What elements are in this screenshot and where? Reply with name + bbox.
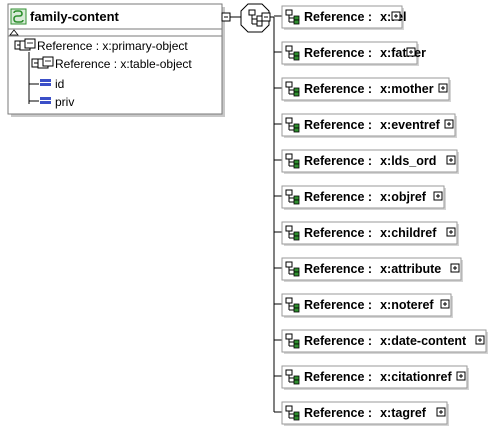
reference-prefix: Reference : xyxy=(304,334,372,348)
plus-box-icon[interactable] xyxy=(456,371,466,381)
plus-box-icon[interactable] xyxy=(436,407,446,417)
reference-label: Reference : x:childref xyxy=(304,226,437,240)
reference-label: Reference :x:rel xyxy=(304,10,407,24)
reference-box[interactable] xyxy=(281,401,448,425)
reference-prefix: Reference : xyxy=(304,82,372,96)
reference-node[interactable]: Reference : x:eventref xyxy=(274,113,457,138)
reference-box[interactable] xyxy=(281,329,487,353)
complex-type-icon xyxy=(10,8,27,25)
attribute-primary-object: Reference : x:primary-object xyxy=(37,39,188,53)
reference-node[interactable]: Reference : x:attribute xyxy=(274,257,463,282)
reference-prefix: Reference : xyxy=(304,262,372,276)
reference-node[interactable]: Reference : x:date-content xyxy=(274,329,488,354)
reference-node[interactable]: Reference : x:objref xyxy=(274,185,446,210)
reference-label: Reference : x:noteref xyxy=(304,298,434,312)
reference-branches: Reference :x:relReference :x:fatherRefer… xyxy=(270,5,488,426)
plus-box-icon[interactable] xyxy=(438,83,448,93)
reference-box[interactable] xyxy=(281,41,418,65)
reference-name: x:mother xyxy=(380,82,434,96)
plus-box-icon[interactable] xyxy=(444,119,454,129)
reference-box[interactable] xyxy=(281,365,468,389)
sequence-compositor-icon[interactable] xyxy=(240,3,270,33)
reference-name: x:childref xyxy=(380,226,437,240)
reference-name: x:objref xyxy=(380,190,427,204)
reference-box[interactable] xyxy=(281,113,456,137)
reference-box[interactable] xyxy=(281,77,450,101)
reference-label: Reference : x:eventref xyxy=(304,118,441,132)
collapse-triangle-icon[interactable] xyxy=(9,29,19,36)
attribute-id: id xyxy=(55,77,64,91)
reference-box[interactable] xyxy=(281,257,462,281)
reference-box[interactable] xyxy=(281,221,458,245)
plus-box-icon[interactable] xyxy=(440,299,450,309)
attribute-tree: Reference : x:primary-object Reference :… xyxy=(14,38,192,109)
reference-label: Reference : x:mother xyxy=(304,82,434,96)
reference-name: x:eventref xyxy=(380,118,441,132)
plus-box-icon[interactable] xyxy=(450,263,460,273)
reference-node[interactable]: Reference : x:citationref xyxy=(274,365,469,390)
reference-node[interactable]: Reference :x:rel xyxy=(274,5,407,30)
reference-label: Reference : x:attribute xyxy=(304,262,441,276)
plus-box-icon[interactable] xyxy=(446,227,456,237)
reference-prefix: Reference : xyxy=(304,298,372,312)
reference-node[interactable]: Reference : x:childref xyxy=(274,221,459,246)
reference-box[interactable] xyxy=(281,5,403,29)
reference-name: x:date-content xyxy=(380,334,467,348)
reference-prefix: Reference : xyxy=(304,118,372,132)
reference-box[interactable] xyxy=(281,185,445,209)
reference-prefix: Reference : xyxy=(304,190,372,204)
reference-name: x:father xyxy=(380,46,426,60)
reference-prefix: Reference : xyxy=(304,154,372,168)
reference-name: x:noteref xyxy=(380,298,434,312)
compositor-collapse-icon[interactable] xyxy=(261,12,271,22)
plus-box-icon[interactable] xyxy=(475,335,485,345)
reference-node[interactable]: Reference : x:father xyxy=(274,41,426,66)
plus-box-icon[interactable] xyxy=(433,191,443,201)
reference-node[interactable]: Reference : x:tagref xyxy=(274,401,449,426)
reference-label: Reference : x:tagref xyxy=(304,406,427,420)
plus-box-icon[interactable] xyxy=(406,47,416,57)
plus-box-icon[interactable] xyxy=(446,155,456,165)
reference-label: Reference : x:date-content xyxy=(304,334,467,348)
reference-prefix: Reference : xyxy=(304,10,372,24)
reference-prefix: Reference : xyxy=(304,226,372,240)
reference-prefix: Reference : xyxy=(304,406,372,420)
reference-box[interactable] xyxy=(281,293,452,317)
reference-name: x:lds_ord xyxy=(380,154,436,168)
reference-prefix: Reference : xyxy=(304,46,372,60)
reference-node[interactable]: Reference : x:mother xyxy=(274,77,451,102)
reference-name: x:attribute xyxy=(380,262,441,276)
reference-node[interactable]: Reference : x:lds_ord xyxy=(274,149,459,174)
reference-label: Reference : x:citationref xyxy=(304,370,452,384)
reference-label: Reference : x:lds_ord xyxy=(304,154,436,168)
reference-label: Reference : x:objref xyxy=(304,190,427,204)
reference-name: x:tagref xyxy=(380,406,427,420)
root-collapse-icon[interactable] xyxy=(221,12,231,22)
attribute-priv: priv xyxy=(55,95,74,109)
reference-box[interactable] xyxy=(281,149,458,173)
attribute-table-object: Reference : x:table-object xyxy=(55,57,192,71)
reference-node[interactable]: Reference : x:noteref xyxy=(274,293,453,318)
root-title: family-content xyxy=(30,9,120,24)
plus-box-icon[interactable] xyxy=(391,11,401,21)
reference-name: x:citationref xyxy=(380,370,452,384)
reference-prefix: Reference : xyxy=(304,370,372,384)
